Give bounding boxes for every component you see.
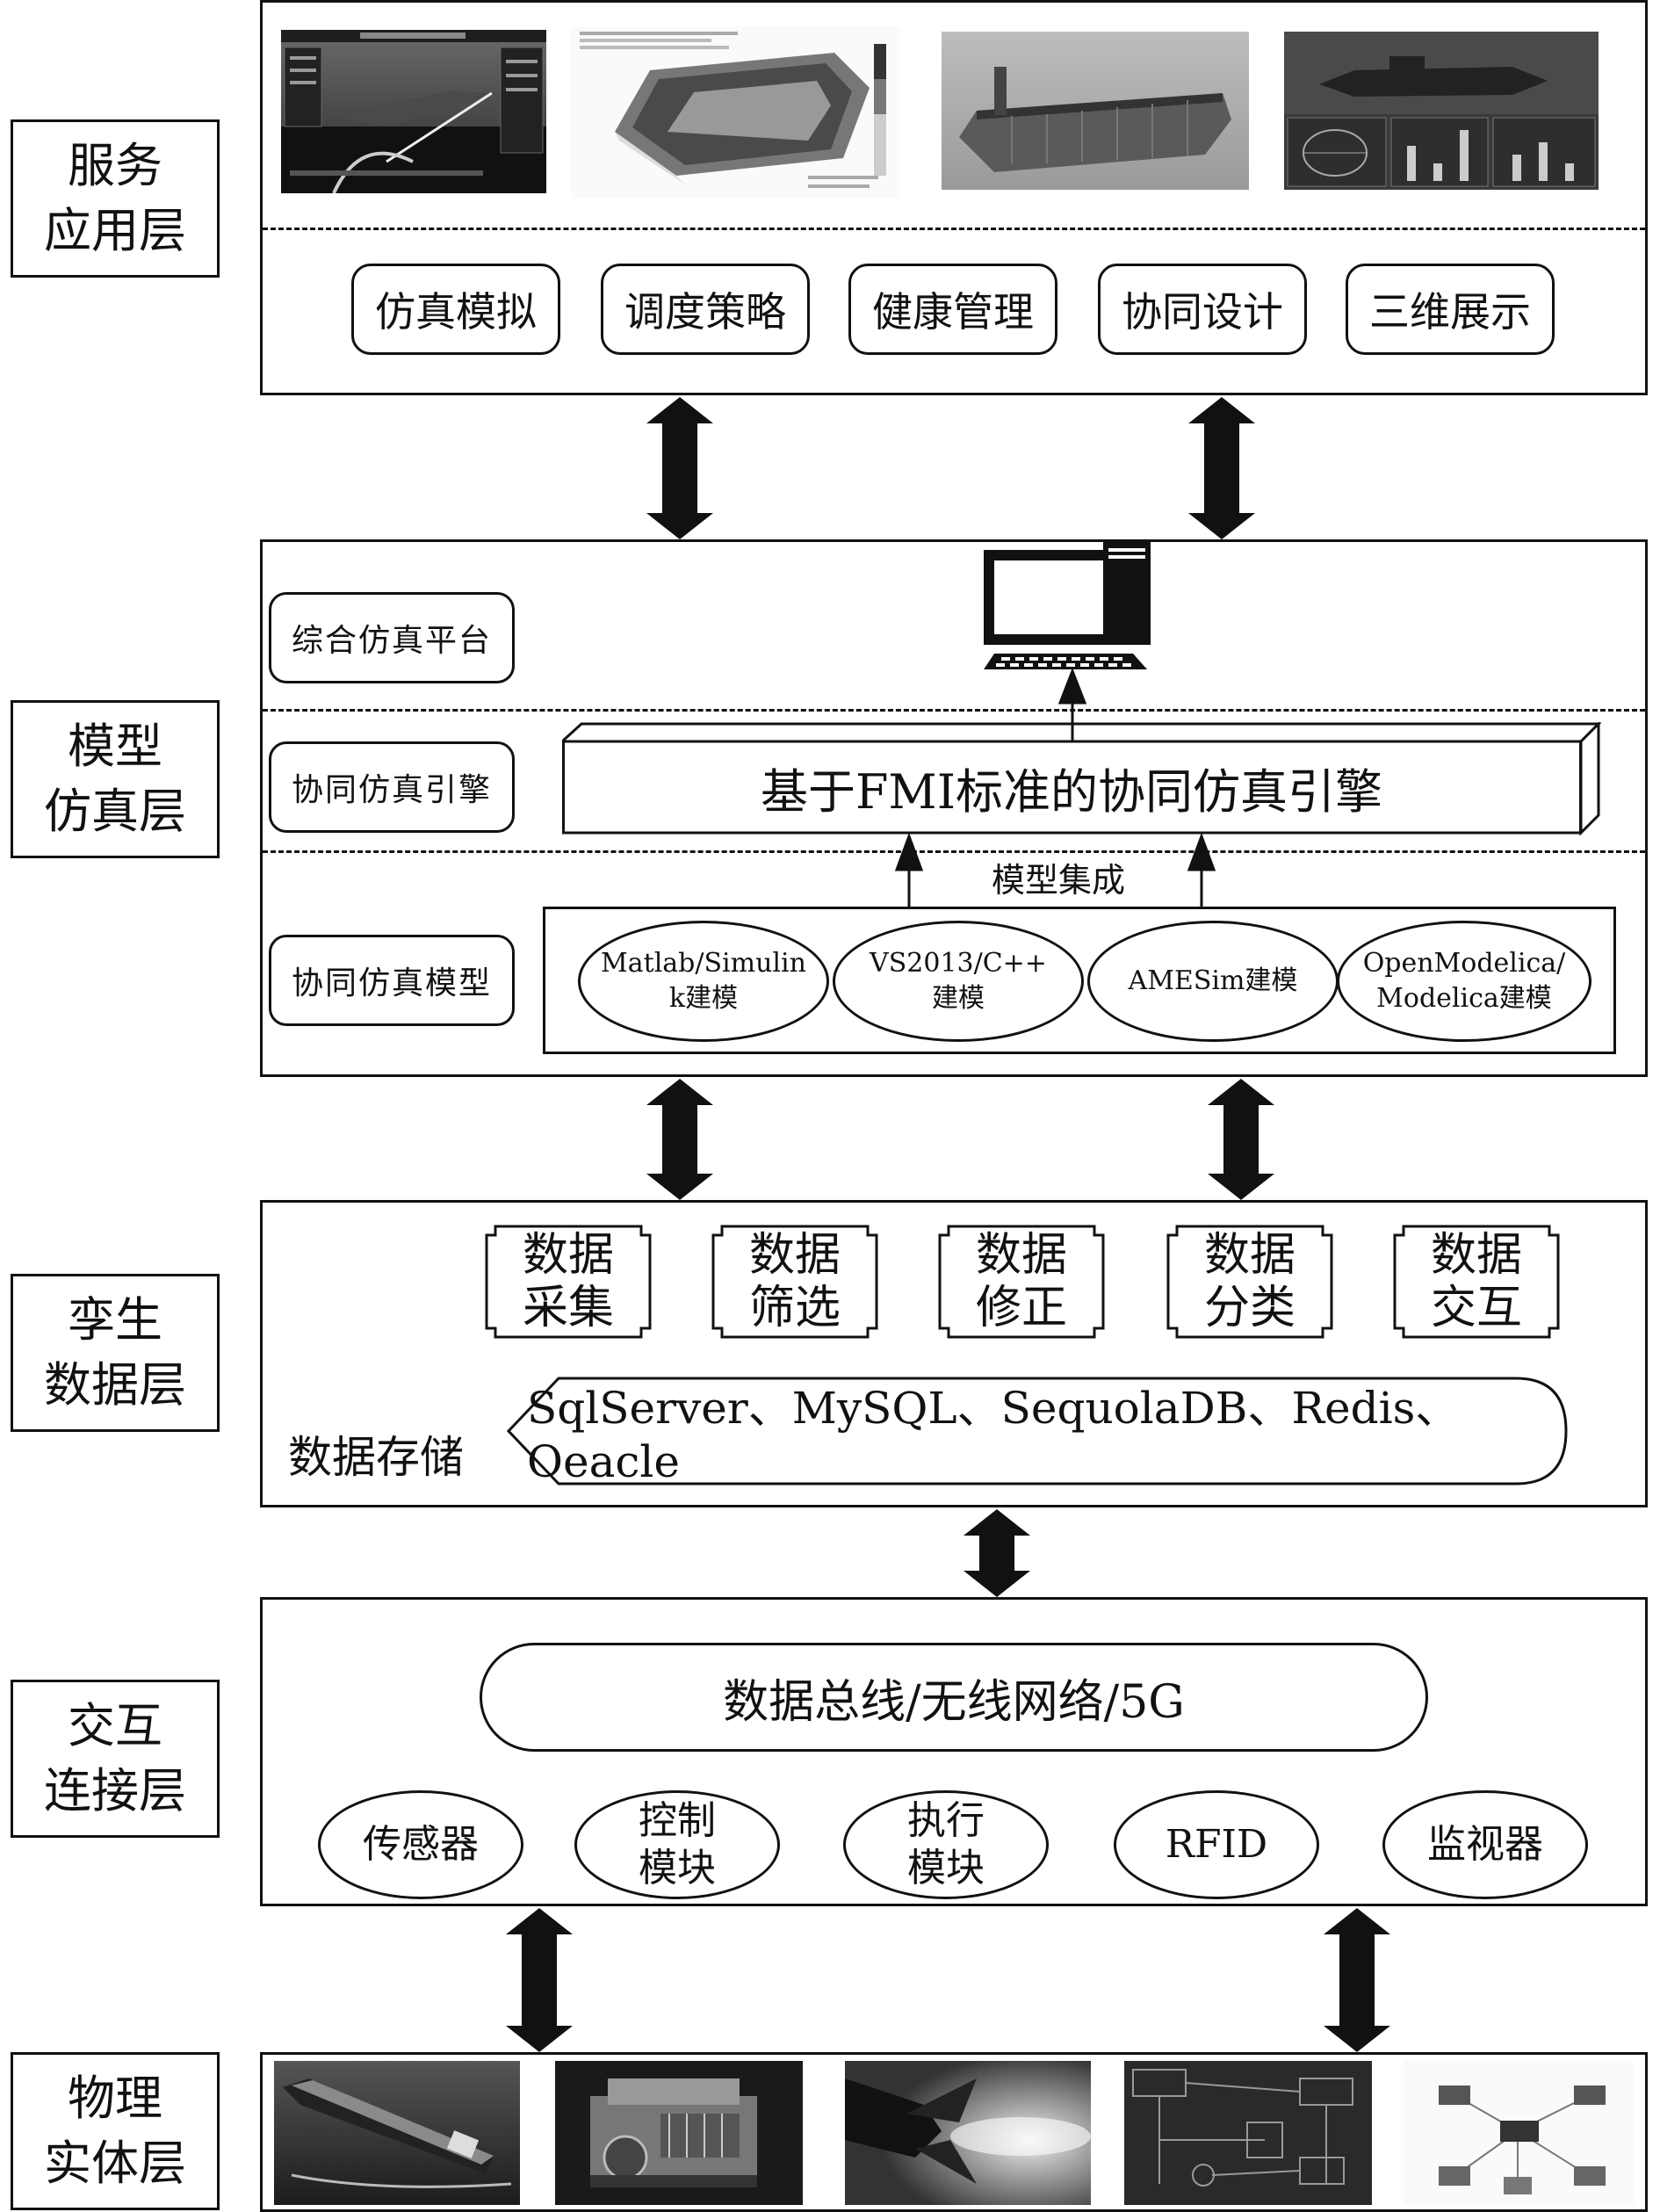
function-3d-display: 三维展示 xyxy=(1346,264,1555,355)
data-block-collect-text: 数据 采集 xyxy=(522,1229,614,1334)
physical-photo-ship xyxy=(274,2061,520,2205)
model-matlab: Matlab/Simulin k建模 xyxy=(578,921,829,1042)
integration-label: 模型集成 xyxy=(991,860,1125,900)
function-simulation: 仿真模拟 xyxy=(351,264,560,355)
function-scheduling: 调度策略 xyxy=(601,264,810,355)
data-block-classify: 数据 分类 xyxy=(1166,1225,1333,1339)
platform-label: 综合仿真平台 xyxy=(269,592,515,683)
device-control-module: 控制 模块 xyxy=(574,1790,780,1899)
model-openmodelica: OpenModelica/ Modelica建模 xyxy=(1337,921,1591,1042)
physical-photo-network xyxy=(1404,2061,1634,2205)
models-side-label: 协同仿真模型 xyxy=(269,935,515,1026)
layer-label-service: 服务 应用层 xyxy=(11,119,220,278)
integration-arrows xyxy=(894,832,1216,907)
data-block-correct: 数据 修正 xyxy=(938,1225,1105,1339)
physical-photo-engine xyxy=(555,2061,803,2205)
desktop-computer-icon xyxy=(984,538,1151,669)
layer-label-physical: 物理 实体层 xyxy=(11,2052,220,2210)
double-headed-arrow-icon xyxy=(506,397,1390,2052)
physical-photo-propeller xyxy=(845,2061,1091,2205)
bus-capsule: 数据总线/无线网络/5G xyxy=(480,1643,1428,1752)
engine-title: 基于FMI标准的协同仿真引擎 xyxy=(760,763,1383,820)
model-vs2013: VS2013/C++ 建模 xyxy=(833,921,1084,1042)
service-screenshot-structure xyxy=(571,26,900,199)
physical-photo-circuit xyxy=(1124,2061,1372,2205)
service-screenshot-simulation xyxy=(281,30,546,193)
engine-side-label: 协同仿真引擎 xyxy=(269,741,515,833)
data-block-correct-text: 数据 修正 xyxy=(975,1229,1067,1334)
layer-label-data: 孪生 数据层 xyxy=(11,1274,220,1432)
device-sensor: 传感器 xyxy=(318,1790,523,1899)
data-block-interact-text: 数据 交互 xyxy=(1430,1229,1522,1334)
device-actuator-module: 执行 模块 xyxy=(843,1790,1049,1899)
platform-divider xyxy=(263,709,1645,712)
data-block-interact: 数据 交互 xyxy=(1393,1225,1560,1339)
service-screenshot-3d-dashboard xyxy=(1284,32,1599,190)
data-block-collect: 数据 采集 xyxy=(485,1225,652,1339)
engine-to-platform-arrow xyxy=(1057,667,1087,741)
layer-label-connection: 交互 连接层 xyxy=(11,1680,220,1838)
device-rfid: RFID xyxy=(1114,1790,1319,1899)
device-monitor: 监视器 xyxy=(1382,1790,1588,1899)
function-collaborative-design: 协同设计 xyxy=(1098,264,1307,355)
storage-shape xyxy=(506,1376,1569,1486)
function-health-management: 健康管理 xyxy=(848,264,1057,355)
data-block-classify-text: 数据 分类 xyxy=(1203,1229,1296,1334)
data-block-filter: 数据 筛选 xyxy=(711,1225,878,1339)
data-block-filter-text: 数据 筛选 xyxy=(748,1229,841,1334)
storage-systems: SqlServer、MySQL、SequolaDB、Redis、Oeacle xyxy=(527,1383,1460,1487)
engine-divider xyxy=(263,850,1645,853)
layer-label-model: 模型 仿真层 xyxy=(11,700,220,858)
service-screenshot-hull xyxy=(942,32,1249,190)
model-amesim: AMESim建模 xyxy=(1087,921,1339,1042)
service-divider xyxy=(263,228,1645,230)
storage-label: 数据存储 xyxy=(288,1432,464,1483)
